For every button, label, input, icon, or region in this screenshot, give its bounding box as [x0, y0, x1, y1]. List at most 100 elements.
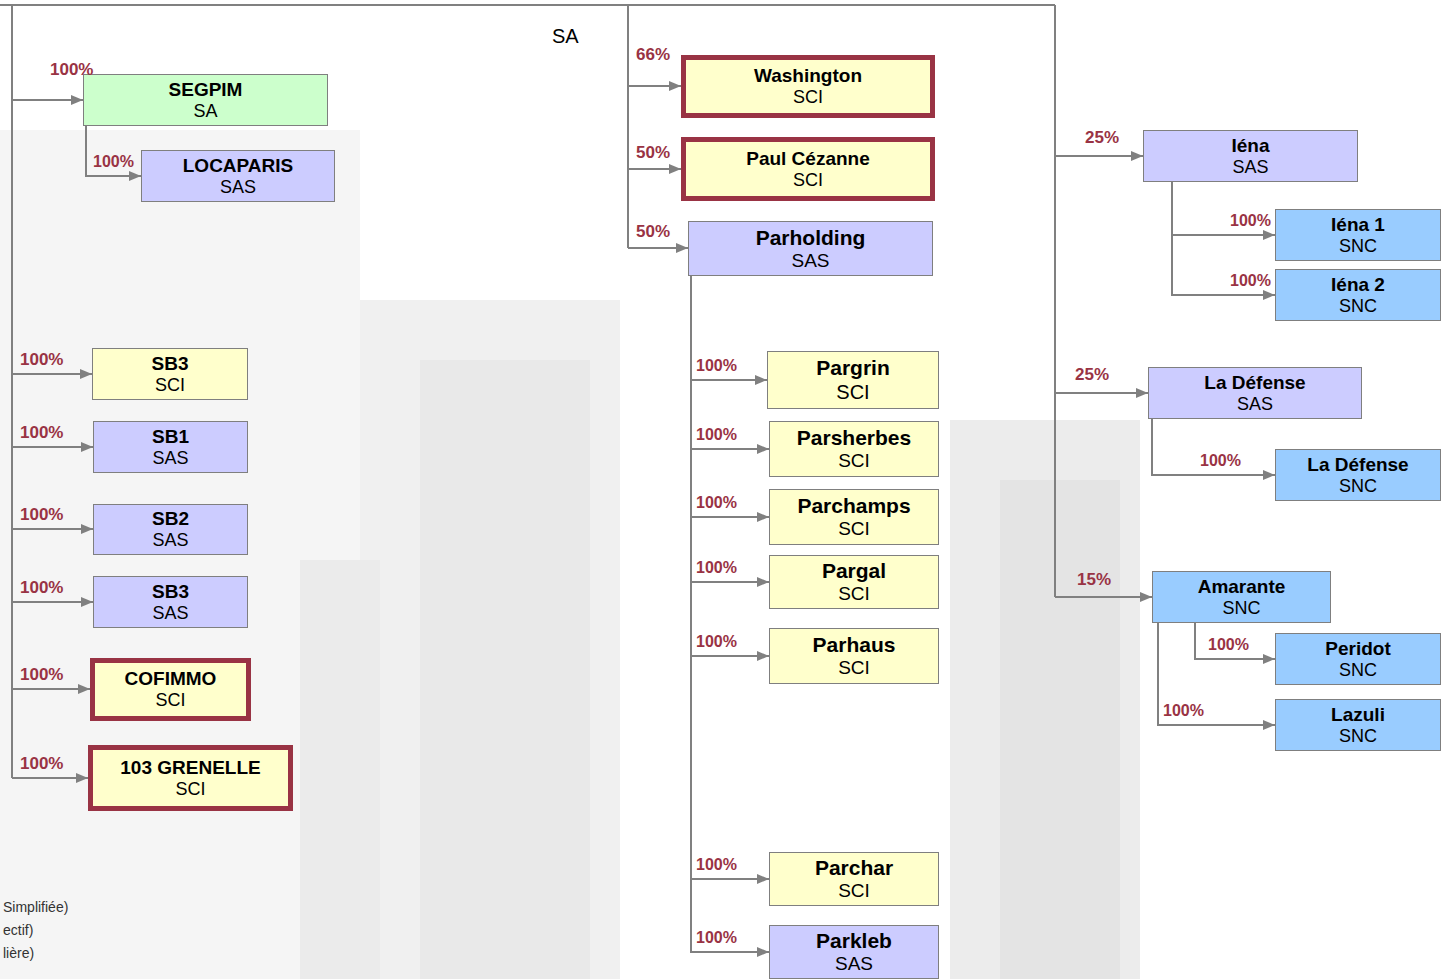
company-box: SB3SCI	[92, 348, 248, 400]
ownership-percent: 100%	[696, 928, 737, 948]
legal-form: SAS	[152, 530, 188, 551]
legal-form: SCI	[155, 375, 185, 396]
ownership-percent: 100%	[50, 60, 93, 80]
company-name: SB2	[152, 508, 189, 530]
branch-arrow	[12, 99, 83, 101]
legal-form: SNC	[1222, 598, 1260, 619]
company-name: Pargal	[822, 559, 886, 583]
legal-form: SAS	[1232, 157, 1268, 178]
branch-arrow	[1055, 392, 1148, 394]
company-name: SEGPIM	[169, 79, 243, 101]
building-shape	[360, 300, 620, 979]
company-box: SB3SAS	[93, 576, 248, 628]
branch-arrow	[628, 168, 681, 170]
company-box: AmaranteSNC	[1152, 571, 1331, 623]
legal-form: SCI	[793, 87, 823, 108]
company-name: Peridot	[1325, 638, 1390, 660]
company-name: Parholding	[756, 226, 866, 250]
ownership-percent: 100%	[20, 423, 63, 443]
company-box: LazuliSNC	[1275, 699, 1441, 751]
legal-form: SCI	[838, 880, 870, 902]
company-box: Paul CézanneSCI	[681, 137, 935, 201]
company-name: SB1	[152, 426, 189, 448]
trunk-line	[1054, 5, 1056, 597]
branch-arrow	[628, 85, 681, 87]
company-name: La Défense	[1204, 372, 1305, 394]
ownership-percent: 100%	[696, 855, 737, 875]
legal-form: SCI	[793, 170, 823, 191]
building-shape	[420, 360, 590, 979]
branch-arrow	[12, 446, 93, 448]
branch-arrow	[1055, 596, 1152, 598]
ownership-arrow	[691, 276, 769, 656]
company-name: COFIMMO	[125, 668, 217, 690]
branch-arrow	[1055, 155, 1143, 157]
branch-arrow	[12, 777, 88, 779]
company-box: ParklebSAS	[769, 925, 939, 979]
branch-arrow	[628, 247, 688, 249]
company-box: Iéna 2SNC	[1275, 269, 1441, 321]
ownership-percent: 100%	[93, 152, 134, 172]
legal-form: SCI	[838, 657, 870, 679]
legal-form: SCI	[155, 690, 185, 711]
ownership-percent: 66%	[636, 45, 670, 65]
legal-form: SNC	[1339, 726, 1377, 747]
company-box: SEGPIMSA	[83, 74, 328, 126]
company-box: ParsherbesSCI	[769, 421, 939, 477]
ownership-arrow	[691, 276, 769, 449]
ownership-percent: 100%	[20, 754, 63, 774]
company-box: COFIMMOSCI	[90, 658, 251, 721]
ownership-percent: 100%	[1163, 701, 1204, 721]
top-bar	[0, 4, 1055, 6]
trunk-line	[11, 5, 13, 778]
ownership-percent: 100%	[696, 632, 737, 652]
company-name: Paul Cézanne	[746, 148, 870, 170]
ownership-percent: 100%	[696, 356, 737, 376]
company-box: WashingtonSCI	[681, 55, 935, 118]
ownership-percent: 25%	[1085, 128, 1119, 148]
ownership-arrow	[691, 276, 769, 517]
legal-form: SAS	[1237, 394, 1273, 415]
branch-arrow	[12, 688, 90, 690]
ownership-arrow	[1172, 182, 1275, 295]
ownership-percent: 100%	[20, 665, 63, 685]
company-name: Parsherbes	[797, 426, 911, 450]
ownership-percent: 100%	[1200, 451, 1241, 471]
company-box: ParcharSCI	[769, 852, 939, 906]
ownership-arrow	[1172, 182, 1275, 235]
ownership-percent: 50%	[636, 222, 670, 242]
company-name: Lazuli	[1331, 704, 1385, 726]
ownership-arrow	[691, 276, 769, 582]
legal-form: SAS	[152, 603, 188, 624]
company-name: La Défense	[1307, 454, 1408, 476]
trunk-line	[627, 5, 629, 248]
ownership-percent: 50%	[636, 143, 670, 163]
legal-form: SAS	[791, 250, 829, 272]
company-box: IénaSAS	[1143, 130, 1358, 182]
ownership-percent: 100%	[1208, 635, 1249, 655]
ownership-arrow	[691, 276, 769, 879]
company-name: Iéna 1	[1331, 214, 1385, 236]
ownership-arrow	[1152, 419, 1275, 475]
company-box: ParchampsSCI	[769, 489, 939, 545]
legal-form: SNC	[1339, 296, 1377, 317]
ownership-arrow	[691, 276, 769, 952]
ownership-percent: 100%	[1230, 211, 1271, 231]
building-shape	[300, 560, 380, 979]
company-name: Iéna	[1231, 135, 1269, 157]
ownership-arrow	[691, 276, 767, 380]
legal-form: SCI	[838, 450, 870, 472]
ownership-percent: 100%	[696, 425, 737, 445]
company-box: 103 GRENELLESCI	[88, 745, 293, 811]
legal-form: SNC	[1339, 660, 1377, 681]
company-name: SB3	[152, 353, 189, 375]
ownership-arrow	[1158, 623, 1275, 725]
ownership-percent: 100%	[696, 493, 737, 513]
company-box: SB1SAS	[93, 421, 248, 473]
branch-arrow	[12, 373, 92, 375]
ownership-percent: 100%	[20, 578, 63, 598]
ownership-percent: 100%	[1230, 271, 1271, 291]
company-box: PargrinSCI	[767, 351, 939, 409]
ownership-percent: 100%	[20, 505, 63, 525]
legal-form: SAS	[835, 953, 873, 975]
